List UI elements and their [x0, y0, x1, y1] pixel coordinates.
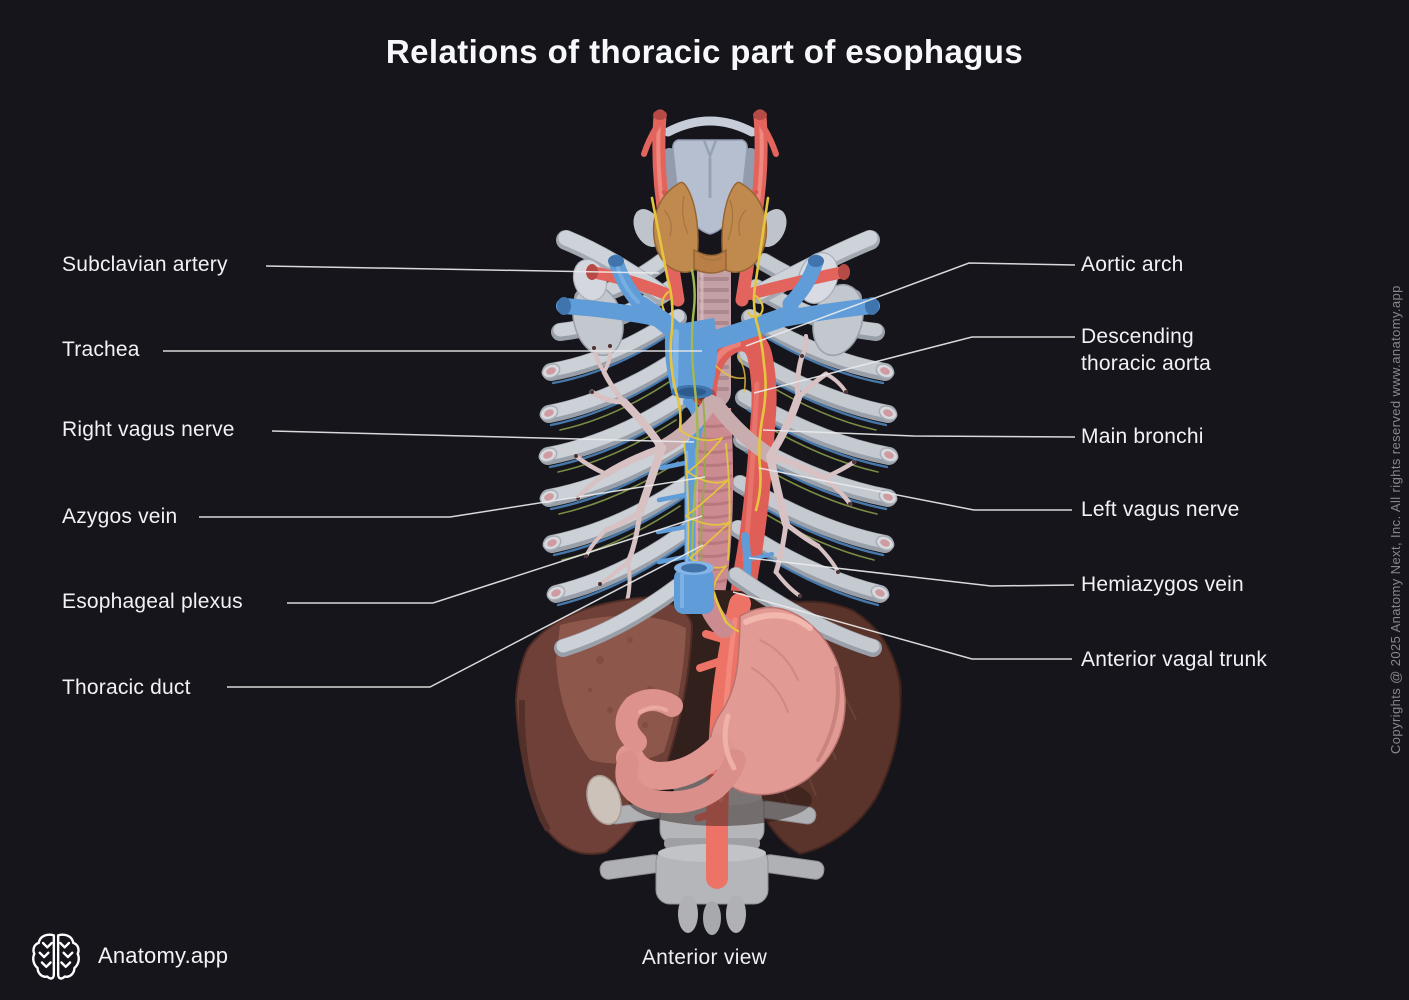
- label-descending-thoracic-aorta: Descending thoracic aorta: [1081, 325, 1212, 375]
- gallbladder: [586, 774, 622, 826]
- label-subclavian-artery: Subclavian artery: [62, 253, 228, 276]
- esophageal-plexus-mesh: [679, 429, 731, 597]
- thyroid-gland-illustration: [652, 181, 768, 274]
- leader-line-main-bronchi: [762, 429, 1076, 438]
- label-esophageal-plexus: Esophageal plexus: [62, 590, 243, 613]
- label-left-vagus-nerve: Left vagus nerve: [1081, 498, 1240, 521]
- bronchial-tree-right: [766, 334, 857, 598]
- leader-line-hemiazygos-vein: [748, 557, 1075, 587]
- leader-line-subclavian-artery: [265, 265, 660, 274]
- abdomen-illustration: [514, 561, 902, 935]
- leader-line-left-vagus-nerve: [758, 467, 1072, 511]
- bronchi-illustration: [573, 334, 857, 606]
- rib-cut-ends-right: [870, 363, 899, 601]
- anatomy-app-logo-brain-icon: [30, 930, 82, 982]
- label-thoracic-duct: Thoracic duct: [62, 676, 191, 699]
- leader-line-right-vagus-nerve: [271, 430, 695, 443]
- label-main-bronchi: Main bronchi: [1081, 425, 1204, 448]
- liver-left-lobe: [514, 596, 694, 855]
- rib-cut-ends-left: [538, 363, 566, 601]
- label-anterior-vagal-trunk: Anterior vagal trunk: [1081, 648, 1268, 671]
- page-title: Relations of thoracic part of esophagus: [385, 33, 1024, 70]
- great-veins-illustration: [556, 254, 880, 399]
- diaphragm-vein-stump: [674, 561, 714, 614]
- stomach-illustration: [615, 606, 846, 826]
- brand-name: Anatomy.app: [98, 943, 229, 968]
- leader-line-azygos-vein: [199, 476, 706, 518]
- view-caption: Anterior view: [641, 946, 768, 969]
- label-trachea: Trachea: [62, 338, 140, 361]
- leader-line-thoracic-duct: [227, 544, 704, 688]
- leader-line-aortic-arch: [745, 262, 1076, 347]
- label-azygos-vein: Azygos vein: [62, 505, 178, 528]
- copyright-vertical-text: Copyrights @ 2025 Anatomy Next, Inc. All…: [1388, 285, 1403, 755]
- right-vagus-nerve-line: [650, 196, 682, 432]
- label-hemiazygos-vein: Hemiazygos vein: [1081, 573, 1244, 596]
- leader-lines: [163, 262, 1076, 688]
- brand-footer: Anatomy.app: [30, 930, 228, 982]
- leader-line-esophageal-plexus: [287, 515, 703, 604]
- label-right-vagus-nerve: Right vagus nerve: [62, 418, 235, 441]
- bronchial-tree-left: [573, 344, 666, 606]
- leader-line-descending-thoracic-aorta: [753, 336, 1075, 394]
- hyoid-bone: [663, 116, 757, 137]
- label-aortic-arch: Aortic arch: [1081, 253, 1184, 276]
- leader-line-anterior-vagal-trunk: [732, 591, 1072, 660]
